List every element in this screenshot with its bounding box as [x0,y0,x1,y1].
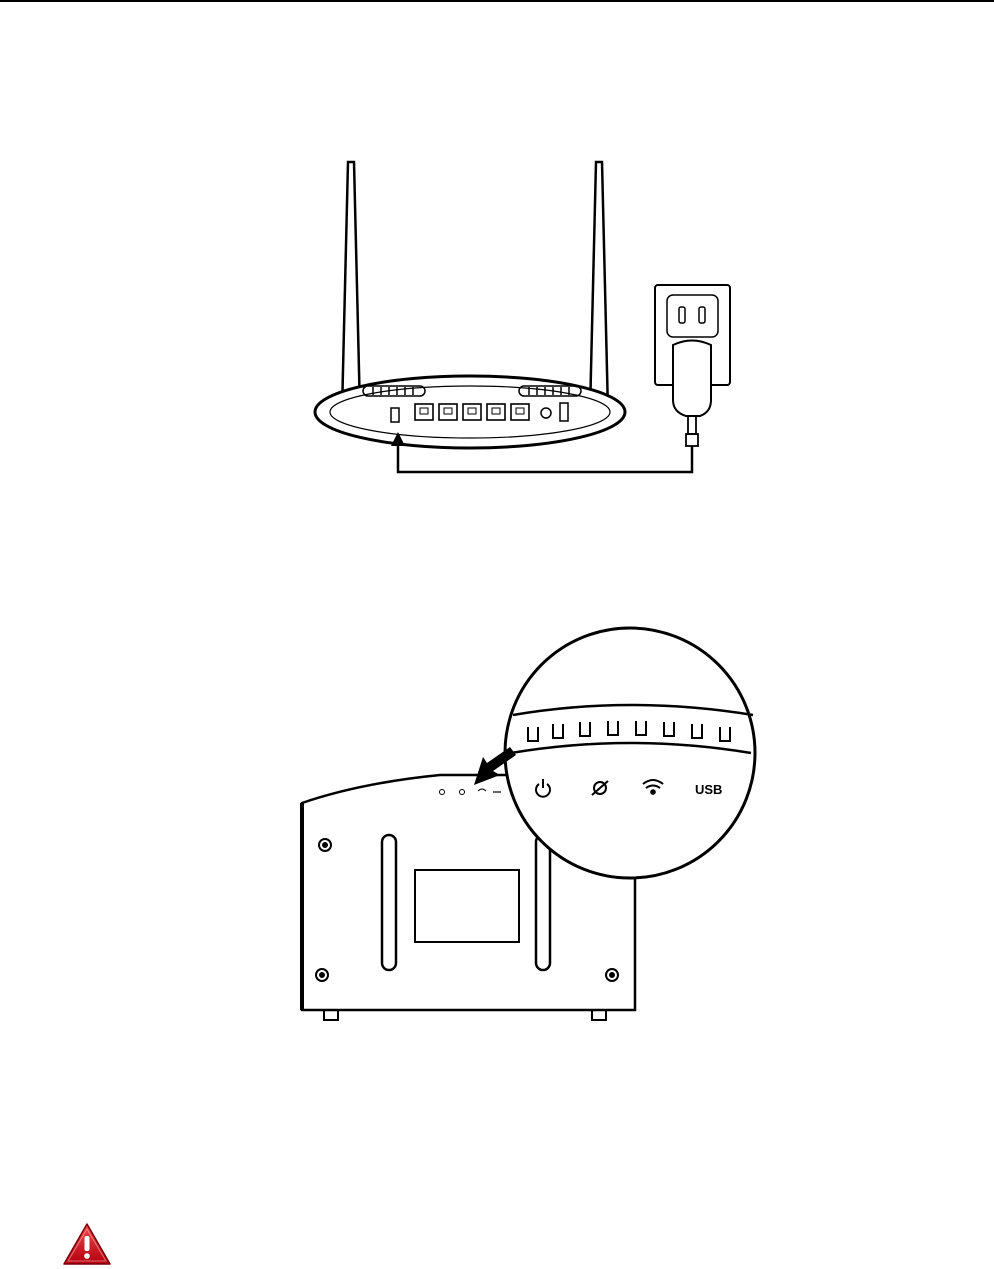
right-antenna [590,162,608,412]
warning-triangle-icon [62,1222,112,1266]
router-top-led-panel-figure: USB [290,625,770,1025]
usb-label: USB [695,782,722,797]
header-rule [0,0,994,2]
router-rear-power-connection-figure [305,150,785,520]
left-antenna [342,162,360,412]
power-adapter [673,341,711,417]
zoom-circle [505,628,755,878]
